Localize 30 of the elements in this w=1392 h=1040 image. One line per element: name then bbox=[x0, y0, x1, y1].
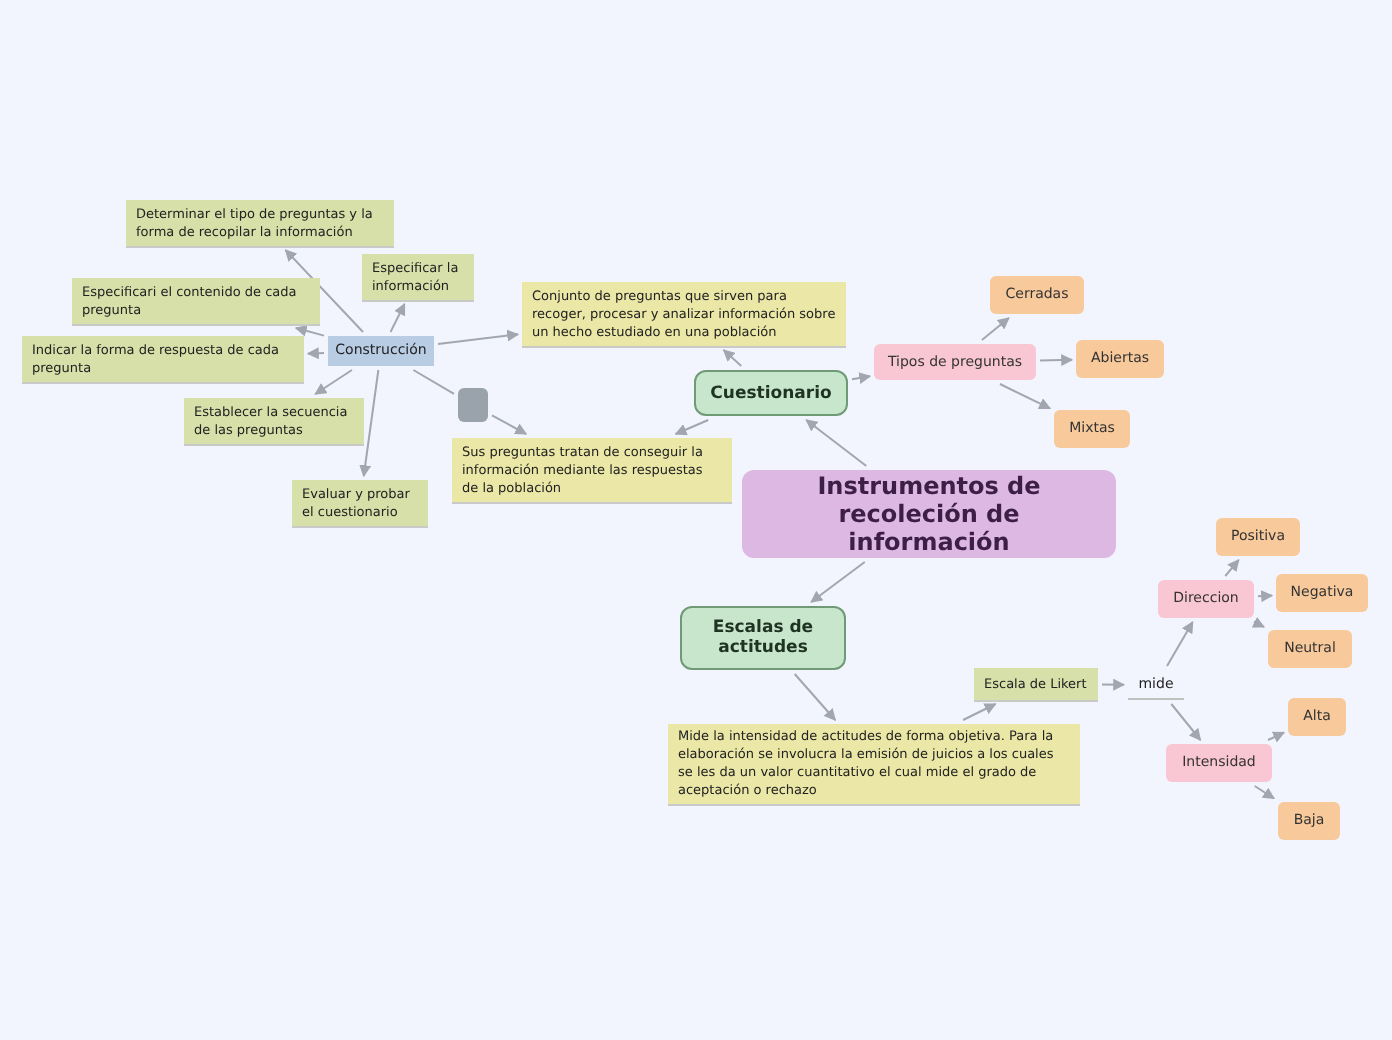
arrow bbox=[284, 249, 365, 333]
arrow bbox=[1101, 678, 1126, 691]
arrow bbox=[805, 419, 868, 467]
arrow bbox=[999, 383, 1052, 410]
arrow bbox=[359, 369, 380, 478]
arrow bbox=[722, 349, 743, 367]
arrow bbox=[491, 414, 528, 435]
arrow bbox=[1039, 354, 1074, 367]
arrow bbox=[810, 561, 866, 603]
main-topic: Cuestionario bbox=[694, 370, 848, 416]
arrow bbox=[389, 302, 406, 333]
arrow bbox=[314, 369, 353, 395]
central-topic: Instrumentos de recoleción de información bbox=[742, 470, 1116, 558]
main-topic: Escalas de actitudes bbox=[680, 606, 846, 670]
arrow bbox=[306, 347, 325, 360]
arrow bbox=[1166, 620, 1194, 667]
arrow bbox=[1224, 559, 1240, 577]
arrow bbox=[962, 703, 997, 721]
arrow bbox=[674, 419, 710, 436]
arrow bbox=[1253, 785, 1275, 800]
arrow bbox=[437, 329, 520, 346]
arrow bbox=[851, 372, 872, 385]
arrow bbox=[1267, 731, 1286, 743]
arrow bbox=[1170, 703, 1202, 741]
arrow bbox=[1257, 590, 1274, 603]
arrow bbox=[1251, 616, 1266, 628]
empty-box bbox=[458, 388, 488, 422]
arrow bbox=[980, 317, 1010, 341]
arrow bbox=[294, 325, 325, 337]
arrow bbox=[793, 673, 837, 721]
